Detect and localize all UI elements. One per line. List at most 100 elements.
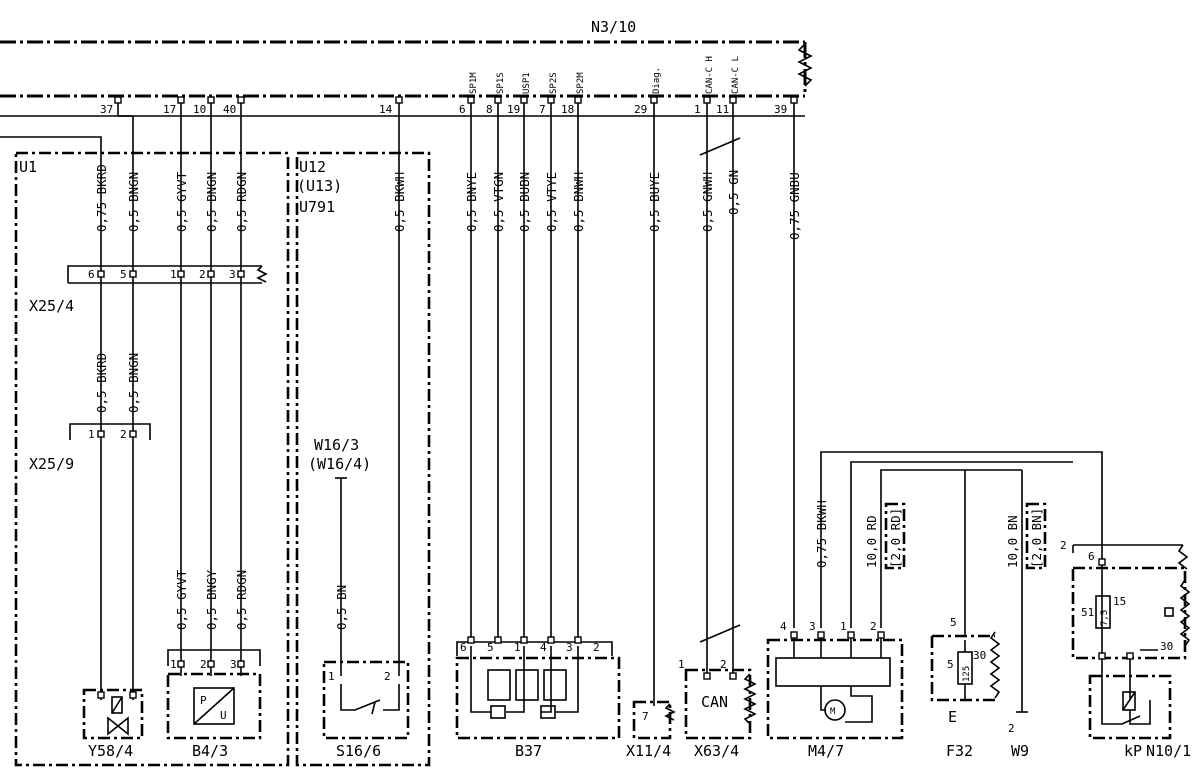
pin-number: 39 (774, 103, 787, 116)
connector-w16-4: (W16/4) (308, 455, 371, 473)
connector-x25-9-label: X25/9 (29, 455, 74, 473)
wire-label: 0,75 BKWH (814, 500, 829, 568)
pin-number: 1 (840, 620, 847, 633)
module-u13: (U13) (297, 177, 342, 195)
pin-number: 3 (566, 641, 573, 654)
pin-number: 6 (460, 641, 467, 654)
pin-number: 8 (486, 103, 493, 116)
component-n10-1: 2 6 7,5 51 15 30 kP N10/1 (1060, 539, 1191, 760)
wire-label: 0,5 BNGY (204, 569, 219, 630)
pin-number: 10 (193, 103, 206, 116)
connector-x25-9: 1 2 X25/9 (29, 423, 151, 473)
wire-label: 10,0 BN (1005, 515, 1020, 568)
can-label: CAN (701, 693, 728, 711)
wire-label: 0,5 BNGN (204, 172, 219, 232)
pin-number: 2 (200, 658, 207, 671)
signal-names: SP1M SP1S USP1 SP2S SP2M Diag. CAN-C H C… (469, 56, 741, 94)
module-u12: U12 (299, 158, 326, 176)
wire-label: 0,5 VTYE (544, 172, 559, 232)
motor-glyph: M (830, 707, 836, 717)
top-terminals (114, 96, 798, 104)
wire-label: 0,5 BKRD (94, 353, 109, 413)
sensor-u-glyph: U (220, 709, 227, 722)
pin-number: 3 (809, 620, 816, 633)
component-s16-6: 1 2 S16/6 (322, 660, 410, 760)
pin-number: 6 (88, 268, 95, 281)
component-w9: 2 W9 (1008, 722, 1029, 760)
wire-label: 0,5 BNGN (126, 353, 141, 413)
signal-name: SP1S (496, 72, 506, 94)
wire-label: 0,5 BN (334, 585, 349, 630)
fuse-value: 125 (962, 666, 972, 682)
connector-x25-4-label: X25/4 (29, 297, 74, 315)
wire-label: 0,5 BUBN (517, 172, 532, 232)
wire-label: 0,5 BUYE (647, 172, 662, 232)
pin-number: 15 (1113, 595, 1126, 608)
pin-number: 2 (120, 428, 127, 441)
pin-number: 5 (947, 658, 954, 671)
component-m4-7: 4 3 1 2 M M4/7 (766, 620, 904, 760)
pin-number: 40 (223, 103, 236, 116)
wire-bracket-boxes (884, 502, 1047, 570)
pin-number: 30 (973, 649, 986, 662)
signal-name: CAN-C H (705, 56, 715, 94)
pin-number: 5 (950, 616, 957, 629)
pin-number: 1 (328, 670, 335, 683)
pin-number: 1 (88, 428, 95, 441)
pin-number: 6 (1088, 550, 1095, 563)
wire-label: 0,5 GN (726, 170, 741, 215)
signal-name: USP1 (522, 72, 532, 94)
pin-number: 37 (100, 103, 113, 116)
pin-number: 3 (229, 268, 236, 281)
pin-number: 1 (678, 658, 685, 671)
module-u791: U791 (299, 198, 335, 216)
wire-label: 0,5 BKWH (392, 172, 407, 232)
pin-number: 2 (870, 620, 877, 633)
wire-label: 0,5 BNYE (464, 172, 479, 232)
pin-number: 2 (1008, 722, 1015, 735)
pin-number: 14 (379, 103, 393, 116)
pin-number: 30 (1160, 640, 1173, 653)
component-label: E (948, 708, 957, 726)
pin-number: 11 (716, 103, 729, 116)
pin-number: 19 (507, 103, 520, 116)
pin-number: 7 (539, 103, 546, 116)
pin-number: 4 (540, 641, 547, 654)
pin-number: 1 (694, 103, 701, 116)
wire-labels: 0,75 BKRD 0,5 BNGN 0,5 GYVT 0,5 BNGN 0,5… (94, 164, 1044, 630)
component-label: kP (1124, 742, 1142, 760)
component-label: N10/1 (1146, 742, 1191, 760)
signal-name: CAN-C L (731, 56, 741, 94)
component-label: S16/6 (336, 742, 381, 760)
signal-name: Diag. (652, 67, 662, 94)
top-pin-numbers: 37 17 10 40 14 6 8 19 7 18 29 1 11 39 (100, 103, 787, 116)
fuse-value: 7,5 (1100, 610, 1110, 626)
sensor-p-glyph: P (200, 694, 207, 707)
wire-label: [2,0 RD] (888, 508, 903, 568)
wire-label: 0,5 BNGN (126, 172, 141, 232)
wire-label: 0,5 GYVT (174, 569, 189, 630)
component-b4-3: 1 2 3 P U B4/3 (166, 649, 262, 760)
component-b37: 6 5 1 4 3 2 B37 (455, 636, 621, 760)
wire-label: 0,5 VTGN (491, 172, 506, 232)
module-u1: U1 (19, 158, 37, 176)
pin-number: 4 (780, 620, 787, 633)
pin-number: 2 (720, 658, 727, 671)
component-label: B4/3 (192, 742, 228, 760)
wire-label: 0,5 RDGN (234, 172, 249, 232)
pin-number: 2 (1060, 539, 1067, 552)
component-label: M4/7 (808, 742, 844, 760)
pin-number: 1 (170, 268, 177, 281)
module-borders: U1 U12 (U13) U791 (14, 151, 431, 767)
pin-number: 29 (634, 103, 647, 116)
pin-number: 3 (230, 658, 237, 671)
pin-number: 6 (459, 103, 466, 116)
wire-label: 0,5 GNWH (700, 172, 715, 232)
wires (0, 103, 1131, 713)
signal-name: SP2S (549, 72, 559, 94)
component-f32: 125 5 5 30 E F32 (930, 616, 1001, 760)
component-x63-4: 1 2 CAN X63/4 (678, 658, 757, 760)
pin-number: 1 (170, 658, 177, 671)
signal-name: SP1M (469, 72, 479, 94)
connector-w16-3: W16/3 (314, 436, 359, 454)
